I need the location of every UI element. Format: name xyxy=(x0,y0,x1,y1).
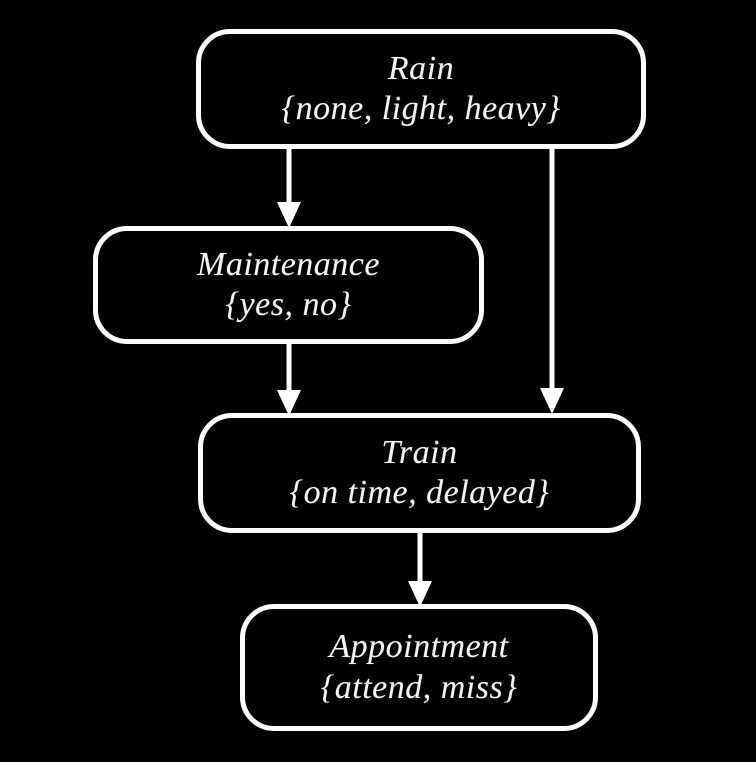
node-appointment-states: {attend, miss} xyxy=(320,668,518,706)
edge-train-to-appointment xyxy=(403,531,437,611)
node-train-label: Train xyxy=(381,433,458,471)
node-rain-label: Rain xyxy=(387,49,455,87)
node-train[interactable]: Train {on time, delayed} xyxy=(198,413,641,533)
edge-rain-to-maintenance xyxy=(272,146,306,232)
node-rain-states: {none, light, heavy} xyxy=(281,90,561,127)
node-maintenance[interactable]: Maintenance {yes, no} xyxy=(93,226,484,344)
node-maintenance-states: {yes, no} xyxy=(225,286,352,323)
node-rain[interactable]: Rain {none, light, heavy} xyxy=(196,29,646,149)
edge-maintenance-to-train xyxy=(272,342,306,420)
node-train-states: {on time, delayed} xyxy=(289,474,550,511)
node-appointment-label: Appointment xyxy=(329,628,509,666)
node-maintenance-label: Maintenance xyxy=(197,245,380,283)
node-appointment[interactable]: Appointment {attend, miss} xyxy=(240,604,598,731)
edge-rain-to-train xyxy=(535,146,569,418)
